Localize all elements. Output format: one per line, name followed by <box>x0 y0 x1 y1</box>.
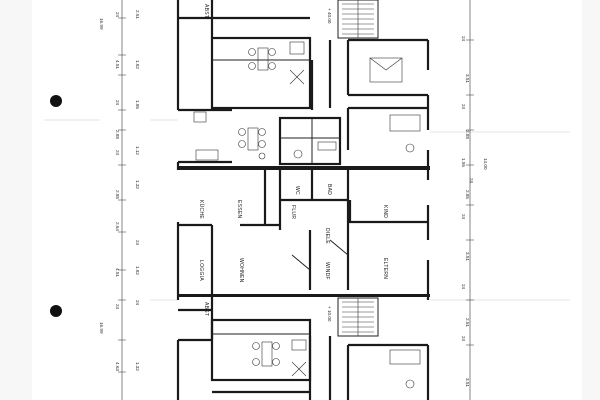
room-label-eltern: ELTERN <box>382 258 388 279</box>
punch-hole-bottom <box>50 305 62 317</box>
middle-unit: KÜCHE ESSEN FLUR WC BAD KIND DIELE LOGGI… <box>178 170 428 300</box>
dim-right-7: 2.85 <box>465 190 470 199</box>
left-dimension-chain: 16.99 4.51 1.82 2.88 1.12 2.85 2.64 4.51… <box>99 0 140 400</box>
scan-ghost-marks <box>44 119 570 301</box>
room-label-flur: FLUR <box>290 205 296 219</box>
punch-hole-top <box>50 95 62 107</box>
room-label-abst-bottom: ABST <box>203 302 209 316</box>
dim-right-8: 24 <box>461 214 466 220</box>
dim-left-7: 2.64 <box>115 222 120 231</box>
stair-level-top: + 40.00 <box>327 8 332 24</box>
room-label-loggia: LOGGIA <box>198 260 204 281</box>
room-label-wohnen: WOHNEN <box>238 258 244 283</box>
room-label-wc: WC <box>294 186 300 195</box>
room-label-windf: WINDF <box>324 262 330 280</box>
bottom-unit: ABST + 10.00 <box>178 297 428 400</box>
dim-left-3: 1.82 <box>135 60 140 69</box>
dim-left-small-4: 24 <box>115 100 120 106</box>
dim-left-2: 4.51 <box>115 60 120 69</box>
dim-right-1: 24 <box>461 36 466 42</box>
room-label-bad: BAD <box>326 184 332 195</box>
dim-right-2: 3.51 <box>465 74 470 83</box>
room-label-abst-top: ABST <box>203 4 209 18</box>
dim-left-8: 4.51 <box>115 268 120 277</box>
dim-left-small-6: 24 <box>115 150 120 156</box>
dim-left-small-1: 24 <box>115 12 120 18</box>
top-unit: ABST + 40.00 <box>178 0 428 166</box>
dim-left-small-3: 1.85 <box>135 100 140 109</box>
dim-left-4: 2.88 <box>115 130 120 139</box>
dim-left-small-5: 1.32 <box>135 180 140 189</box>
dim-right-13: 3.51 <box>465 378 470 387</box>
dim-left-9: 1.82 <box>135 266 140 275</box>
dim-right-3: 24 <box>461 104 466 110</box>
dim-right-11: 2.51 <box>465 318 470 327</box>
dim-right-10: 24 <box>461 284 466 290</box>
dim-left-5: 1.12 <box>135 146 140 155</box>
room-label-essen: ESSEN <box>236 200 242 219</box>
room-label-kueche: KÜCHE <box>198 200 205 219</box>
dim-right-4: 2.88 <box>465 130 470 139</box>
right-dimension-chain: 24 3.51 24 2.88 1.55 24 2.85 24 3.51 24 … <box>461 0 488 400</box>
dim-right-6: 24 <box>469 178 474 184</box>
dim-left-12: 1.32 <box>135 362 140 371</box>
dim-left-1: 16.99 <box>99 18 104 30</box>
dim-right-long: 14.00 <box>483 158 488 170</box>
dim-left-6: 2.85 <box>115 190 120 199</box>
right-margin <box>582 0 600 400</box>
room-label-kind: KIND <box>382 205 388 218</box>
dim-right-12: 24 <box>461 336 466 342</box>
stair-level-bottom: + 10.00 <box>327 306 332 322</box>
dim-left-11: 4.63 <box>115 362 120 371</box>
dim-right-9: 3.51 <box>465 252 470 261</box>
dim-right-5: 1.55 <box>461 158 466 167</box>
left-margin <box>0 0 32 400</box>
dim-left-10: 16.99 <box>99 322 104 334</box>
dim-left-small-2: 2.51 <box>135 10 140 19</box>
dim-left-small-9: 24 <box>115 304 120 310</box>
dim-left-small-8: 24 <box>135 300 140 306</box>
room-label-diele: DIELE <box>324 228 330 244</box>
dim-left-small-7: 24 <box>135 240 140 246</box>
